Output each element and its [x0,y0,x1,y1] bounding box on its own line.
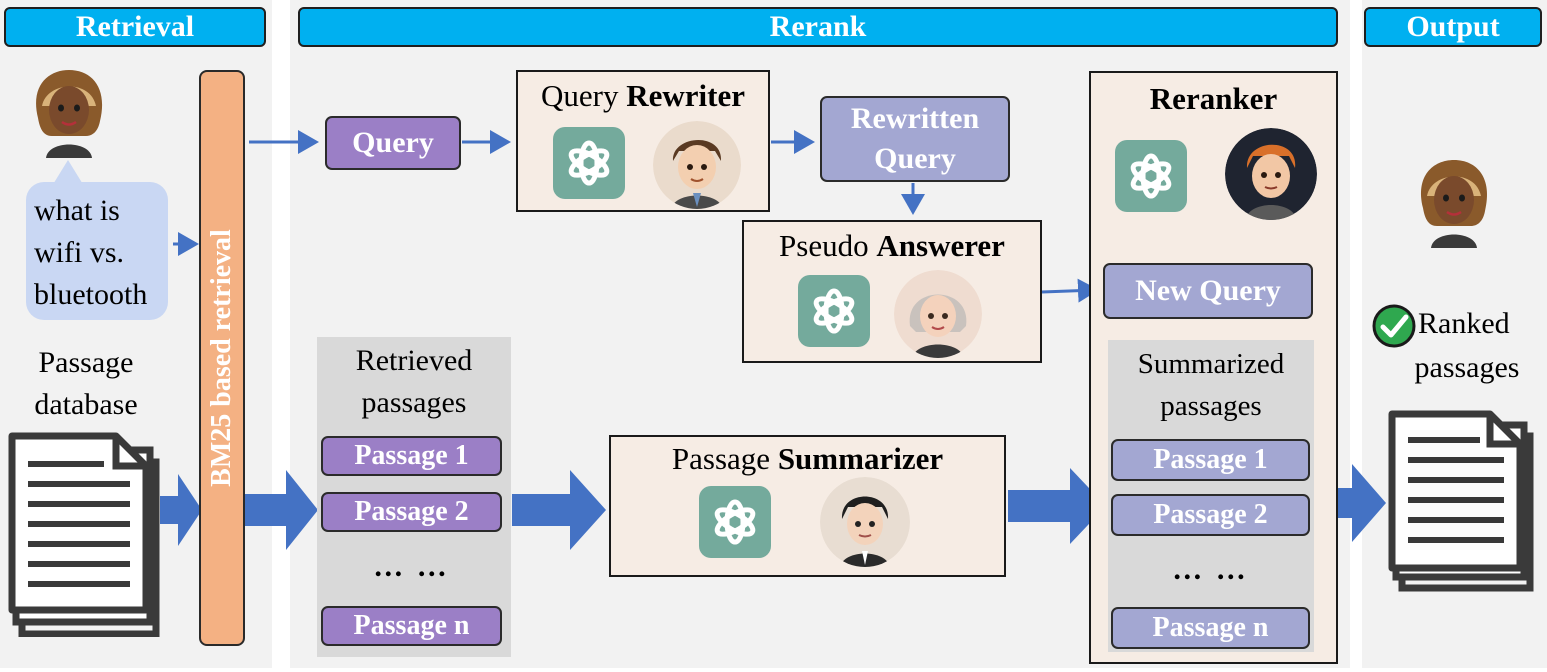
pseudo-answerer-bold: Answerer [876,228,1005,263]
rerank-header: Rerank [298,7,1338,47]
passage-summarizer-bold: Summarizer [777,441,944,476]
pseudo-answerer-box: Pseudo Answerer [742,220,1042,363]
bm25-retrieval-label: BM25 based retrieval [206,229,237,487]
rewritten-query-line-2: Query [874,142,956,175]
user-query-line-3: bluetooth [34,278,148,311]
passage-summarizer-prefix: Passage [671,441,778,476]
chatgpt-logo-icon [553,127,625,199]
reranker-bold: Reranker [1149,81,1278,116]
speech-bubble-icon [26,182,168,320]
block-arrow-summarizer-to-summarized [1008,468,1106,544]
chatgpt-logo-icon [798,275,870,347]
retrieved-title-line-1: Retrieved [355,344,473,377]
arrow-answerer-to-newquery [1041,278,1099,303]
user-query-line-2: wifi vs. [34,236,124,269]
block-arrow-db-to-bm25 [160,474,202,546]
reranker-title: Reranker [1091,81,1336,117]
ranked-line-1: Ranked [1418,307,1510,340]
user-query-text: what is wifi vs. bluetooth [26,190,168,316]
man-avatar-icon [820,477,910,567]
summarized-passage-1: Passage 1 [1111,439,1310,481]
retrieved-passage-1: Passage 1 [321,436,502,476]
query-rewriter-bold: Rewriter [626,78,745,113]
retrieved-passage-n: Passage n [321,606,502,646]
check-mark-icon [1372,304,1416,348]
chatgpt-logo-icon [1115,140,1187,212]
chatgpt-logo-icon [699,486,771,558]
pseudo-answerer-prefix: Pseudo [779,228,877,263]
summarized-title-line-2: passages [1160,390,1262,422]
document-stack-icon [1388,410,1534,592]
summarized-title-line-1: Summarized [1137,348,1285,380]
retrieved-passage-2: Passage 2 [321,492,502,532]
output-header: Output [1364,7,1542,47]
retrieved-title-line-2: passages [361,386,467,419]
block-arrow-bm25-to-retrieved [244,470,318,550]
passage-database-label: Passage database [8,342,164,426]
rewritten-query-node: Rewritten Query [820,96,1010,182]
summarized-passage-n: Passage n [1111,607,1310,649]
speech-bubble-tail [52,160,84,186]
query-node: Query [325,116,461,170]
pseudo-answerer-title: Pseudo Answerer [744,228,1040,264]
block-arrow-reranker-to-output [1320,464,1386,542]
new-query-node: New Query [1103,263,1313,319]
retrieved-passages-title: Retrieved passages [317,340,511,424]
query-rewriter-prefix: Query [541,78,627,113]
block-arrow-retrieved-to-summarizer [512,470,606,550]
man-avatar-icon [653,121,741,209]
grandma-avatar-icon [894,270,982,358]
passage-summarizer-title: Passage Summarizer [611,441,1004,477]
passage-summarizer-box: Passage Summarizer [609,435,1006,577]
summarized-passages-title: Summarized passages [1108,343,1314,427]
ranked-passages-label: Ranked passages [1398,302,1536,390]
passage-database-line-1: Passage [38,346,134,379]
woman-avatar-icon [36,70,103,158]
summarized-passage-2: Passage 2 [1111,494,1310,536]
bm25-retrieval-bar [199,70,245,646]
retrieved-ellipsis: … … [373,550,450,583]
redhead-avatar-icon [1225,128,1317,220]
user-query-line-1: what is [34,194,120,227]
retrieval-header: Retrieval [4,7,266,47]
woman-avatar-icon [1421,160,1488,248]
query-rewriter-title: Query Rewriter [518,78,768,114]
summarized-ellipsis: … … [1172,553,1249,586]
passage-database-line-2: database [34,388,138,421]
rewritten-query-line-1: Rewritten [850,101,980,135]
ranked-line-2: passages [1414,351,1520,384]
document-stack-icon [8,432,160,637]
